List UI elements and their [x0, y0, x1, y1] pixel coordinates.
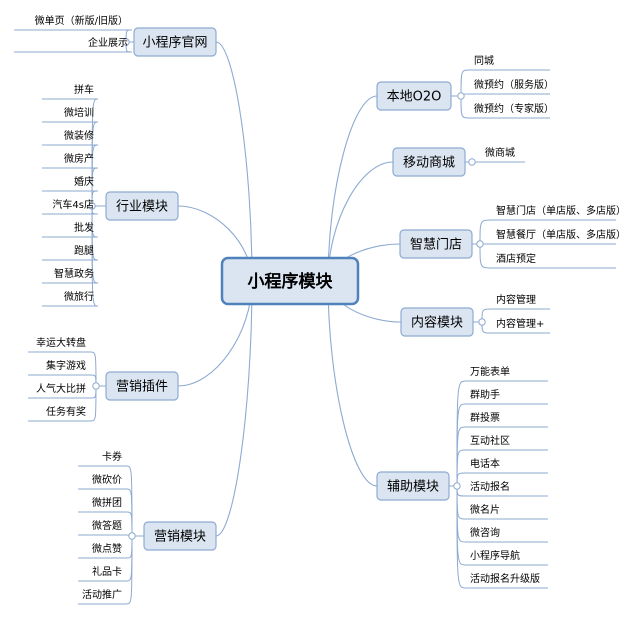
leaf-connector — [125, 511, 133, 537]
branch-connector — [327, 95, 378, 282]
branch-label: 智慧门店 — [410, 237, 462, 253]
leaf-label: 活动报名 — [470, 480, 510, 493]
leaf-label: 智慧餐厅（单店版、多店版） — [496, 228, 626, 241]
leaf-label: 活动推广 — [82, 588, 122, 601]
leaf-label: 智慧政务 — [54, 267, 94, 280]
leaf-label: 婚庆 — [74, 175, 94, 188]
leaf-label: 群投票 — [470, 411, 500, 424]
branch-node — [400, 307, 474, 337]
leaf-connector — [479, 243, 493, 269]
leaf-label: 礼品卡 — [92, 565, 122, 578]
leaf-label: 微培训 — [64, 106, 94, 119]
leaf-label: 幸运大转盘 — [36, 336, 86, 349]
branch-node — [399, 229, 473, 259]
branch-connector — [215, 280, 253, 537]
leaf-connector — [479, 219, 493, 245]
leaf-connector — [460, 69, 471, 97]
branch-label: 内容模块 — [411, 315, 463, 331]
leaf-connector — [456, 426, 467, 487]
leaf-label: 批发 — [74, 221, 94, 234]
leaf-label: 万能表单 — [470, 365, 510, 378]
branch-label: 营销模块 — [154, 530, 206, 545]
leaf-label: 电话本 — [470, 457, 500, 470]
collapse-toggle[interactable] — [453, 482, 461, 490]
leaf-connector — [456, 485, 467, 589]
branch-label: 移动商城 — [403, 156, 455, 171]
leaf-label: 群助手 — [470, 388, 500, 401]
leaf-label: 汽车4s店 — [52, 198, 94, 211]
leaf-label: 酒店预定 — [496, 252, 536, 265]
branch-connector — [215, 41, 253, 282]
leaf-label: 任务有奖 — [46, 405, 86, 418]
branch-connector — [327, 280, 378, 487]
leaf-label: 集字游戏 — [46, 359, 86, 372]
branch-label: 本地O2O — [387, 90, 442, 105]
collapse-toggle[interactable] — [457, 92, 465, 100]
leaf-label: 微拼团 — [92, 496, 122, 509]
nodes — [88, 27, 486, 551]
leaf-label: 微点赞 — [92, 542, 122, 555]
leaf-label: 微答题 — [92, 519, 122, 532]
leaf-label: 活动报名升级版 — [470, 572, 540, 585]
branch-label: 小程序官网 — [142, 35, 207, 51]
leaf-label: 微房产 — [64, 152, 94, 165]
leaf-label: 智慧门店（单店版、多店版） — [496, 204, 626, 217]
leaf-label: 内容管理 — [496, 293, 536, 306]
collapse-toggle[interactable] — [476, 240, 484, 248]
leaf-connector — [125, 535, 133, 582]
collapse-toggle[interactable] — [128, 532, 136, 540]
connector-lines — [14, 29, 616, 605]
leaf-label: 内容管理+ — [496, 317, 544, 330]
leaf-label: 拼车 — [74, 83, 94, 96]
leaf-label: 微咨询 — [470, 526, 500, 539]
leaf-label: 微预约（专家版） — [474, 102, 554, 115]
leaf-label: 微装修 — [64, 129, 94, 142]
leaf-connector — [456, 485, 467, 520]
branch-label: 辅助模块 — [387, 480, 439, 495]
branch-node — [105, 371, 179, 401]
leaf-connector — [89, 385, 97, 422]
leaf-connector — [125, 465, 133, 537]
branch-node — [376, 81, 452, 111]
leaf-label: 微预约（服务版） — [474, 78, 554, 91]
collapse-toggle[interactable] — [88, 202, 96, 210]
leaf-label: 微单页（新版/旧版） — [35, 14, 128, 27]
leaf-label: 小程序导航 — [470, 549, 520, 562]
collapse-toggle[interactable] — [468, 158, 476, 166]
branch-node — [376, 471, 450, 501]
leaf-label: 微名片 — [470, 503, 500, 516]
leaf-label: 卡券 — [102, 450, 122, 463]
leaf-label: 微砍价 — [92, 473, 122, 486]
leaf-label: 跑腿 — [74, 244, 94, 257]
collapse-toggle[interactable] — [92, 382, 100, 390]
branch-label: 行业模块 — [116, 200, 168, 215]
leaf-label: 同城 — [474, 55, 494, 67]
collapse-toggle[interactable] — [122, 38, 130, 46]
leaf-label: 微商城 — [485, 146, 515, 159]
leaf-label: 企业展示 — [88, 36, 128, 49]
branch-label: 营销插件 — [116, 380, 168, 395]
leaf-connector — [89, 351, 97, 387]
collapse-toggle[interactable] — [478, 318, 486, 326]
leaf-connector — [460, 95, 471, 119]
leaf-connector — [456, 449, 467, 487]
leaf-connector — [125, 535, 133, 605]
branch-node — [105, 191, 179, 221]
branch-node — [143, 521, 217, 551]
root-node — [220, 256, 360, 306]
leaf-label: 微旅行 — [64, 290, 94, 303]
root-label: 小程序模块 — [248, 271, 334, 292]
branch-node — [392, 147, 466, 177]
branch-node — [133, 27, 217, 57]
leaf-connector — [456, 485, 467, 566]
leaf-label: 互动社区 — [470, 434, 510, 447]
leaf-label: 人气大比拼 — [36, 382, 86, 395]
